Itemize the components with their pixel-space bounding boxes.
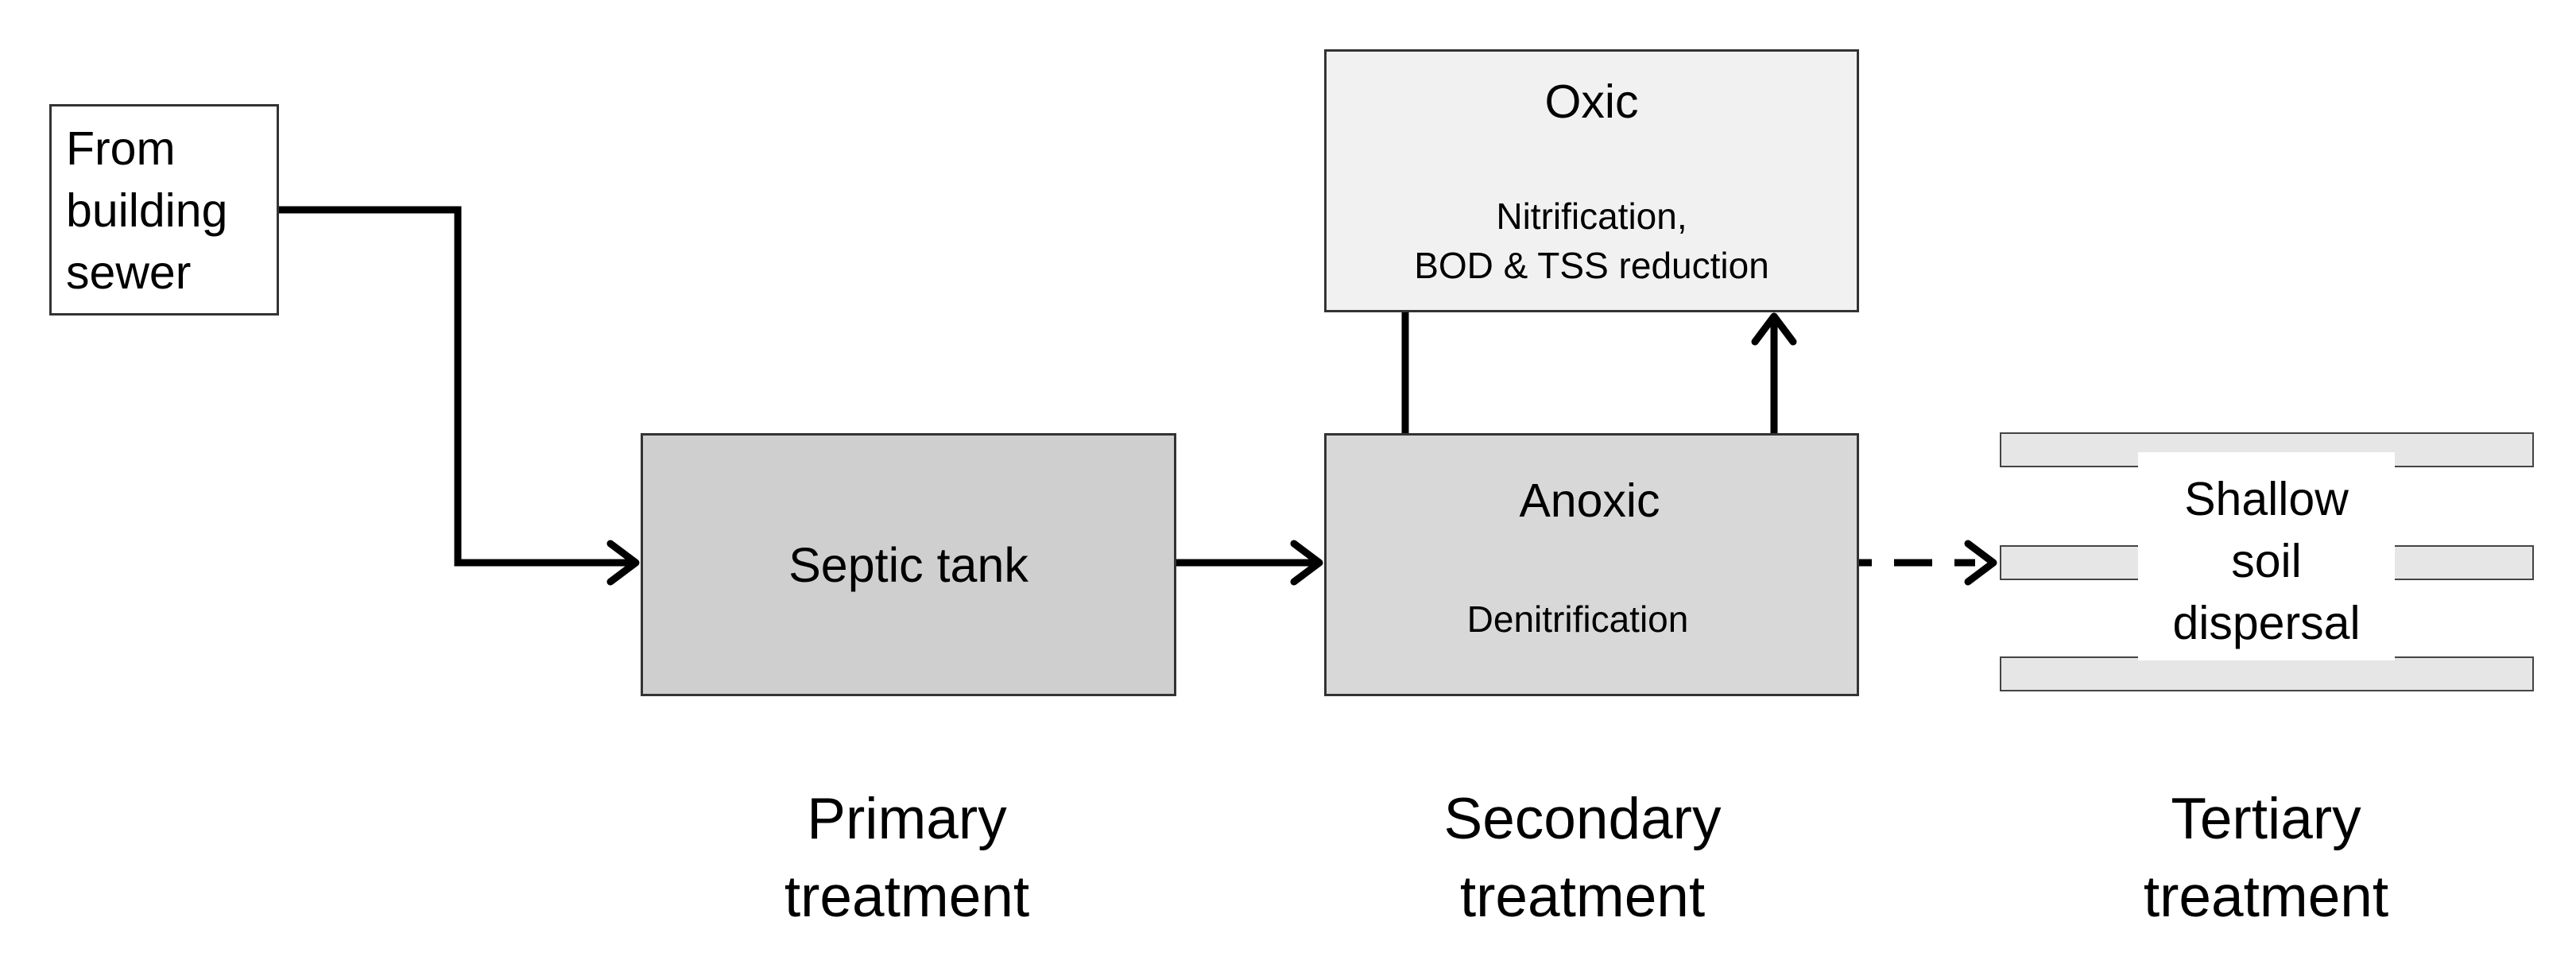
soil-dispersal-line-3: dispersal — [2172, 597, 2361, 649]
anoxic-title: Anoxic — [1519, 474, 1660, 527]
source-label-line-2: building — [66, 184, 228, 237]
soil-dispersal-line-2: soil — [2231, 535, 2302, 587]
septic-to-anoxic-arrowhead — [1290, 540, 1323, 586]
source-to-septic-arrowhead — [606, 540, 640, 586]
source-to-septic-connector — [279, 206, 632, 567]
oxic-description: Nitrification, BOD & TSS reduction — [1324, 192, 1859, 287]
oxic-description-line-2: BOD & TSS reduction — [1414, 245, 1769, 286]
oxic-description-line-1: Nitrification, — [1496, 196, 1687, 237]
source-label-line-3: sewer — [66, 246, 192, 299]
anoxic-box — [1324, 433, 1859, 696]
primary-treatment-line-2: treatment — [784, 865, 1030, 929]
primary-treatment-line-1: Primary — [807, 787, 1007, 851]
tertiary-treatment-label: Tertiary treatment — [2059, 780, 2473, 939]
source-label-line-1: From — [66, 122, 176, 175]
secondary-treatment-line-2: treatment — [1459, 865, 1706, 929]
secondary-treatment-line-1: Secondary — [1443, 787, 1722, 851]
anoxic-description: Denitrification — [1466, 598, 1689, 640]
oxic-title: Oxic — [1544, 76, 1639, 128]
soil-layer-bar — [2000, 656, 2534, 691]
tertiary-treatment-line-2: treatment — [2143, 865, 2389, 929]
anoxic-to-soil-arrowhead — [1964, 540, 1997, 586]
secondary-treatment-label: Secondary treatment — [1376, 780, 1789, 939]
septic-tank-box: Septic tank — [641, 433, 1176, 696]
soil-dispersal-label: Shallow soil dispersal — [2138, 452, 2395, 660]
oxic-box — [1324, 49, 1859, 312]
septic-tank-label: Septic tank — [788, 537, 1028, 592]
primary-treatment-label: Primary treatment — [700, 780, 1114, 939]
tertiary-treatment-line-1: Tertiary — [2171, 787, 2361, 851]
anoxic-to-oxic-arrowhead — [1751, 312, 1797, 346]
soil-dispersal-line-1: Shallow — [2184, 473, 2349, 525]
source-box: From building sewer — [49, 104, 279, 316]
